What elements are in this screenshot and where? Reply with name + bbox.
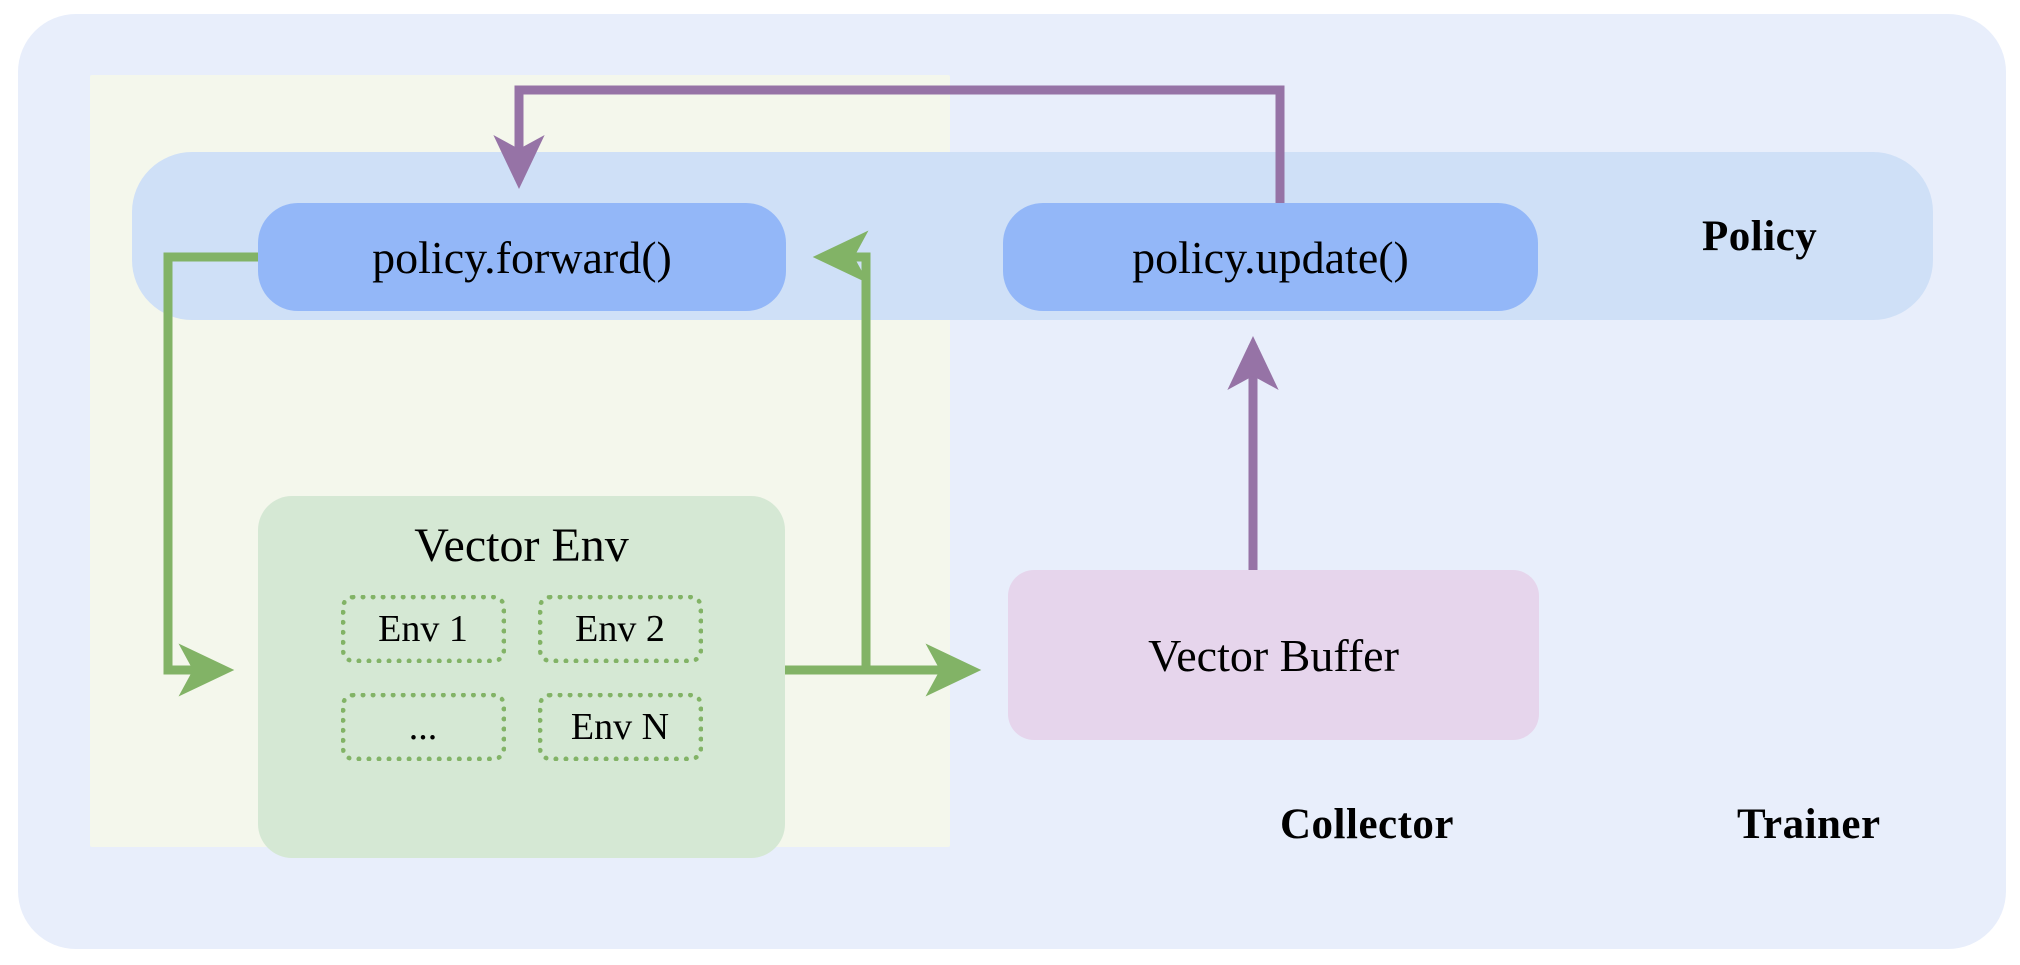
env-cell-1[interactable]: Env 1 [340, 595, 506, 663]
node-vector-env[interactable]: Vector Env Env 1 Env 2 ... Env N [258, 496, 785, 858]
env-cell-ellipsis[interactable]: ... [340, 693, 506, 761]
env-cell-n[interactable]: Env N [537, 693, 703, 761]
node-vector-env-label: Vector Env [414, 519, 629, 572]
env-cell-ellipsis-label: ... [408, 706, 438, 748]
node-vector-buffer-label: Vector Buffer [1148, 629, 1399, 681]
env-cell-grid: Env 1 Env 2 ... Env N [340, 595, 703, 761]
node-policy-update-label: policy.update() [1132, 231, 1409, 283]
node-vector-buffer[interactable]: Vector Buffer [1008, 570, 1539, 740]
env-cell-n-label: Env N [570, 706, 670, 748]
frame-trainer-label: Trainer [1737, 801, 1881, 848]
node-policy-forward[interactable]: policy.forward() [258, 203, 786, 311]
node-policy-forward-label: policy.forward() [372, 231, 672, 283]
env-cell-1-label: Env 1 [378, 608, 468, 650]
frame-policy-label: Policy [1702, 213, 1818, 260]
node-policy-update[interactable]: policy.update() [1003, 203, 1538, 311]
env-cell-2[interactable]: Env 2 [537, 595, 703, 663]
env-cell-2-label: Env 2 [575, 608, 665, 650]
frame-collector-label: Collector [1280, 801, 1455, 848]
